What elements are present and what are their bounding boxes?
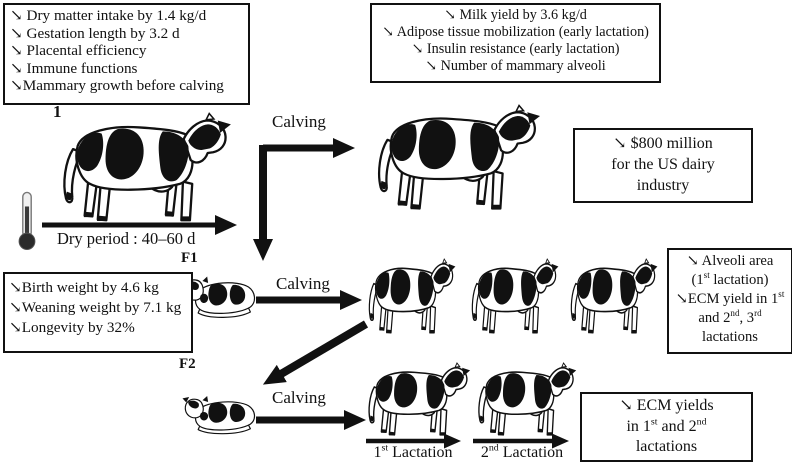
calving-label-dam: Calving [272,112,326,131]
box-line: lactations [635,438,698,455]
generation-label-f2: F2 [179,356,196,372]
box-line: ↘ Dry matter intake by 1.4 kg/d [10,7,207,24]
lactating-dam-cow-icon [371,104,543,216]
calving-label-f1: Calving [276,274,330,293]
ordinal-superscript: st [778,289,785,300]
f2-calf-icon [182,391,258,437]
text-segment: 2 [480,444,489,461]
text-segment: in 1 [626,417,651,435]
ordinal-superscript: nd [488,442,499,454]
box-line: ↘ECM yield in 1st [671,290,789,309]
text-segment: and 2 [657,417,697,435]
f1-lactation-cow-icon-3 [567,258,659,338]
box-line: ↘Weaning weight by 7.1 kg [9,299,182,316]
text-segment: lactation) [709,272,769,288]
f1-calf-icon [182,271,258,321]
text-segment: (1 [691,272,704,288]
box-line: ↘ Number of mammary alveoli [425,58,606,74]
box-line: ↘ Immune functions [10,59,138,77]
calving-label-f2: Calving [272,388,326,407]
box-line: (1st lactation) [671,271,789,290]
text-segment: Lactation [388,444,453,461]
text-segment: 1 [373,444,382,461]
box-line: in 1st and 2nd [587,417,746,438]
dry-cow-icon [56,112,234,228]
heat-stress-thermometer-icon [13,191,41,251]
lactation-1-label: 1st Lactation [362,442,464,462]
text-segment: ↘ECM yield in 1 [675,291,779,307]
box-line: industry [636,177,690,194]
box-line: ↘ Adipose tissue mobilization (early lac… [382,24,649,40]
f1-calf-effects-box: ↘Birth weight by 4.6 kg ↘Weaning weight … [3,272,193,353]
box-line: ↘ ECM yields [619,397,714,414]
ordinal-superscript: nd [696,416,707,428]
f1-lactation-cow-icon-2 [468,258,560,338]
box-line: and 2nd, 3rd [671,309,789,328]
generation-label-1: 1 [53,102,62,121]
box-line: ↘ Milk yield by 3.6 kg/d [444,7,587,23]
box-line: ↘Mammary growth before calving [10,77,224,94]
economic-impact-box: ↘ $800 million for the US dairy industry [573,128,753,203]
box-line: ↘ Placental efficiency [10,42,147,59]
arrow-branch-to-f2 [262,320,369,385]
text-segment: Lactation [498,444,564,461]
ordinal-superscript: nd [730,308,740,319]
box-line: ↘ $800 million [613,135,713,152]
dry-period-label: Dry period : 40–60 d [57,229,196,248]
text-segment: and 2 [698,310,731,326]
f1-lactation-effects-box: ↘ Alveoli area (1st lactation) ↘ECM yiel… [667,248,792,354]
lactation-2-label: 2nd Lactation [468,442,576,462]
box-line: lactations [702,329,758,345]
box-line: ↘ Insulin resistance (early lactation) [411,41,620,57]
ordinal-superscript: st [703,270,710,281]
ordinal-superscript: rd [754,308,762,319]
dam-lactation-effects-box: ↘ Milk yield by 3.6 kg/d ↘ Adipose tissu… [370,3,661,83]
f2-lactation-effects-box: ↘ ECM yields in 1st and 2nd lactations [580,392,753,462]
dry-period-effects-box: ↘ Dry matter intake by 1.4 kg/d ↘ Gestat… [3,3,250,105]
text-segment: , 3 [739,310,755,326]
ordinal-superscript: st [650,416,658,428]
generation-label-f1: F1 [181,250,198,266]
box-line: ↘Birth weight by 4.6 kg [9,279,159,296]
box-line: ↘Longevity by 32% [9,319,135,336]
f1-lactation-cow-icon-1 [365,258,457,338]
f2-lactation-cow-icon-1 [364,362,472,440]
box-line: ↘ Alveoli area [686,253,774,269]
ordinal-superscript: st [381,442,389,454]
box-line: for the US dairy [611,156,715,173]
f2-lactation-cow-icon-2 [474,362,578,440]
box-line: ↘ Gestation length by 3.2 d [10,24,180,42]
